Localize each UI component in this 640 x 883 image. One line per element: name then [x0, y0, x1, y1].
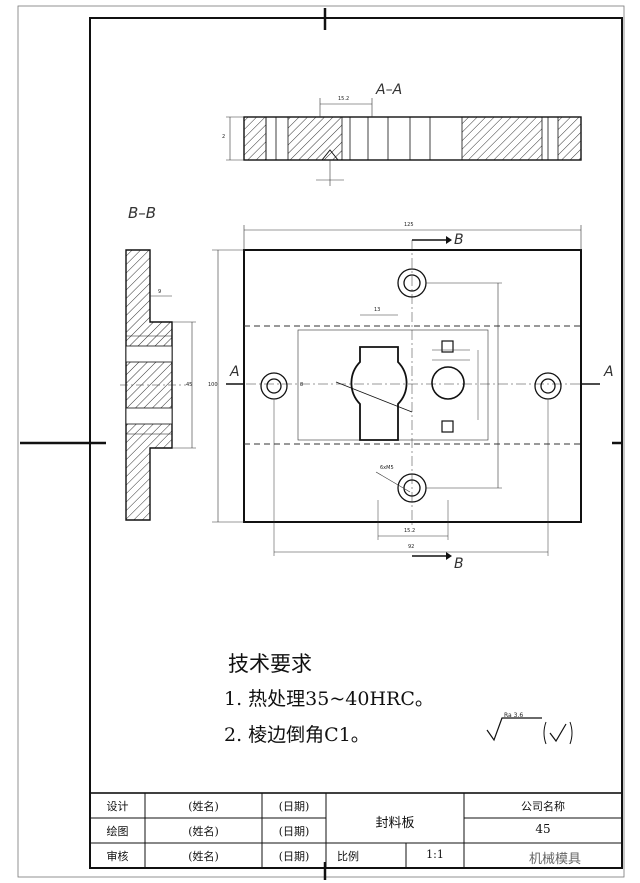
- tech-requirement-1: 1. 热处理35~40HRC。: [224, 688, 434, 710]
- tech-requirements-title: 技术要求: [228, 652, 312, 676]
- dim-15-2-bottom: 15.2: [404, 528, 416, 534]
- tb-name-2: (姓名): [188, 825, 219, 838]
- tb-date-1: (日期): [278, 800, 310, 813]
- watermark: 机械模具: [528, 852, 581, 867]
- tb-date-2: (日期): [278, 825, 310, 838]
- dim-13: 13: [374, 307, 381, 313]
- tb-part-name: 封料板: [375, 816, 415, 831]
- roughness-value: Ra 3.6: [504, 712, 524, 719]
- tb-date-3: (日期): [278, 850, 310, 863]
- dim-15-2-top: 15.2: [338, 96, 350, 102]
- dim-bb-9: 9: [158, 289, 162, 295]
- roughness-symbol: [486, 717, 573, 745]
- tb-review-label: 审核: [106, 850, 129, 863]
- main-plate-view: [212, 225, 600, 560]
- section-bb-label: B–B: [128, 204, 157, 222]
- tech-requirement-2: 2. 棱边倒角C1。: [224, 724, 370, 746]
- dim-main-height: 100: [208, 382, 218, 388]
- section-aa-view: [226, 98, 582, 186]
- tb-drawing-label: 绘图: [106, 825, 129, 838]
- tb-company: 公司名称: [521, 800, 565, 813]
- section-aa-label: A–A: [376, 82, 403, 98]
- tb-design-label: 设计: [106, 800, 129, 813]
- tb-scale-label: 比例: [337, 850, 359, 863]
- dim-top-small: 2: [222, 134, 226, 140]
- dim-92: 92: [408, 544, 415, 550]
- tb-scale-value: 1:1: [426, 848, 444, 861]
- cut-a-right-label: A: [604, 364, 614, 380]
- dim-6xm5: 6xM5: [380, 465, 394, 471]
- title-block: [89, 792, 623, 869]
- section-bb-view: [120, 249, 196, 521]
- dim-bb-45: 45: [186, 382, 193, 388]
- dim-main-width: 125: [404, 222, 414, 228]
- cut-b-bottom-label: B: [454, 556, 464, 572]
- cut-a-left-label: A: [230, 364, 240, 380]
- dim-left: 8: [300, 382, 304, 388]
- tb-material: 45: [535, 822, 551, 836]
- cut-b-top-label: B: [454, 232, 464, 248]
- tb-name-1: (姓名): [188, 800, 219, 813]
- tb-name-3: (姓名): [188, 850, 219, 863]
